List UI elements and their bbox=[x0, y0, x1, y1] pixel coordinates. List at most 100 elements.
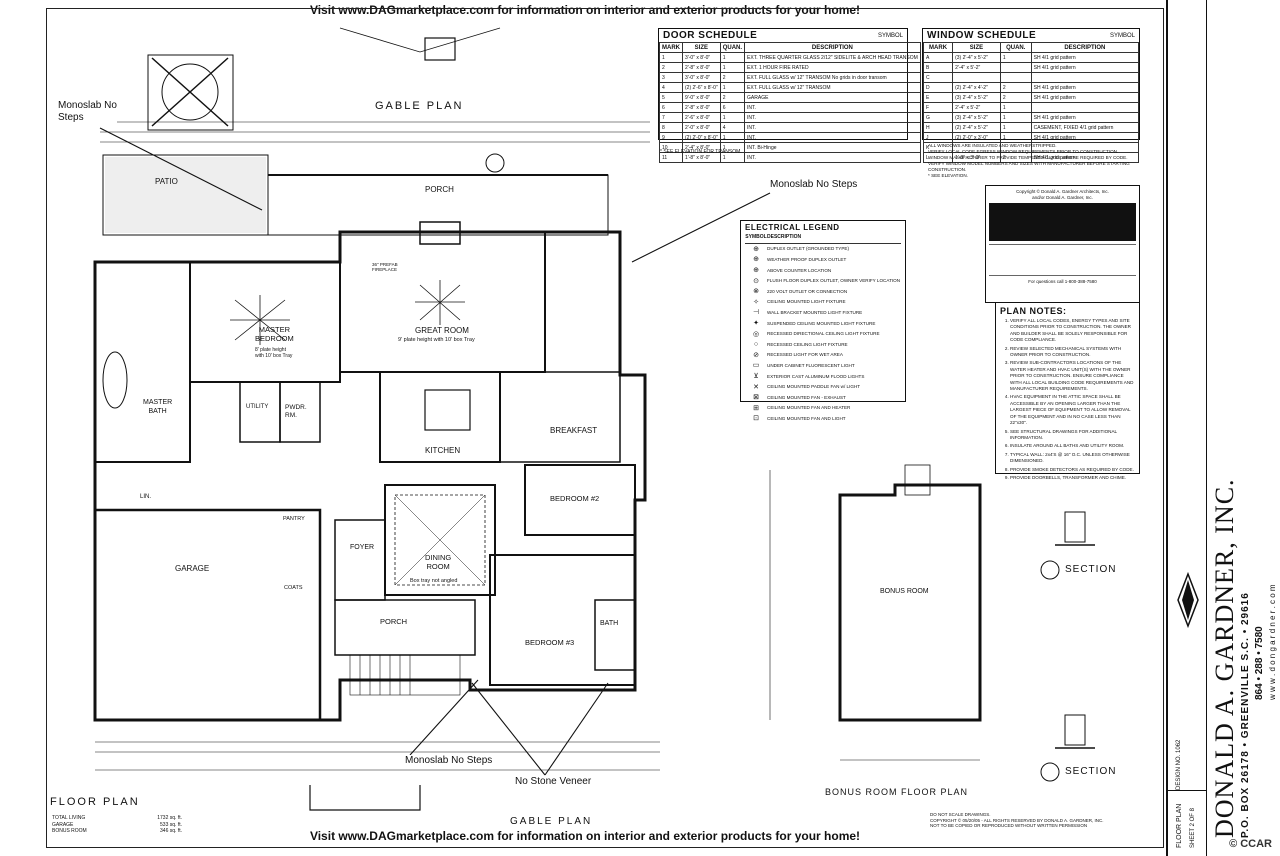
legend-symbol-icon: ○ bbox=[753, 340, 759, 348]
banner-link[interactable]: www.DAGmarketplace.com bbox=[338, 829, 495, 843]
legend-symbol-icon: ⊗ bbox=[753, 288, 759, 296]
window-schedule-header: DESCRIPTION bbox=[1030, 42, 1140, 53]
ccar-watermark: © CCAR bbox=[1229, 838, 1272, 850]
annotation-monoslab-1: Monoslab No Steps bbox=[58, 100, 117, 124]
window-schedule-cell: 2 bbox=[999, 92, 1032, 103]
legend-symbol-icon: ⊡ bbox=[753, 415, 759, 423]
door-schedule-header: MARK bbox=[659, 42, 683, 53]
door-schedule-cell: 1 bbox=[719, 52, 746, 63]
door-schedule-cell: 1 bbox=[719, 112, 746, 123]
window-note: ALL WINDOWS ARE INSULATED AND WEATHERSTR… bbox=[928, 143, 1057, 148]
room-great-room: GREAT ROOM bbox=[415, 326, 469, 335]
copyright-fine-print bbox=[989, 244, 1136, 276]
legend-col-symbol: SYMBOL bbox=[745, 234, 767, 241]
legend-symbol-icon: ▭ bbox=[752, 362, 760, 370]
plan-note: PROVIDE SMOKE DETECTORS AS REQUIRED BY C… bbox=[1010, 467, 1135, 473]
legend-description: SUSPENDED CEILING MOUNTED LIGHT FIXTURE bbox=[767, 320, 876, 326]
legend-item: ⊣WALL BRACKET MOUNTED LIGHT FIXTURE bbox=[745, 307, 901, 318]
annotation-monoslab-3: Monoslab No Steps bbox=[405, 755, 493, 766]
door-schedule-cell: 1 bbox=[659, 52, 683, 63]
company-address: P.O. BOX 26178 • GREENVILLE S.C. • 29616 bbox=[1240, 592, 1251, 838]
design-number: DESIGN NO. 1062 bbox=[1176, 739, 1182, 790]
legend-item: ⊕DUPLEX OUTLET (GROUNDED TYPE) bbox=[745, 244, 901, 255]
room-coats: COATS bbox=[284, 585, 303, 591]
room-dining: DINING ROOM bbox=[425, 553, 452, 571]
door-schedule-cell: 1 bbox=[719, 82, 746, 93]
door-schedule-cell: (2) 2'-6" x 8'-0" bbox=[682, 82, 721, 93]
window-schedule-row: C bbox=[922, 72, 1140, 83]
window-schedule-cell bbox=[999, 62, 1032, 73]
legend-item: ▭UNDER CABINET FLUORESCENT LIGHT bbox=[745, 360, 901, 371]
window-schedule-cell: C bbox=[922, 72, 954, 83]
legend-symbol-icon: ⊣ bbox=[752, 309, 760, 317]
plan-note: TYPICAL WALL: 2x4'S @ 16" O.C. UNLESS OT… bbox=[1010, 452, 1135, 465]
company-web[interactable]: w w w . d o n g a r d n e r . c o m bbox=[1268, 584, 1277, 700]
window-note: VERIFY LOCAL CODE EGRESS WINDOW REQUIREM… bbox=[928, 149, 1119, 154]
drawing-footer: DO NOT SCALE DRAWINGS. COPYRIGHT © 05/20… bbox=[930, 812, 1103, 829]
plan-note: HVAC EQUIPMENT IN THE ATTIC SPACE SHALL … bbox=[1010, 394, 1135, 426]
banner-prefix: Visit bbox=[309, 829, 339, 843]
bottom-banner: Visit www.DAGmarketplace.com for informa… bbox=[0, 826, 1170, 846]
window-schedule-cell: G bbox=[922, 112, 954, 123]
door-schedule-cell: EXT. 1 HOUR FIRE RATED bbox=[744, 62, 921, 73]
window-schedule-cell: SH 4/1 grid pattern bbox=[1030, 62, 1140, 73]
window-schedule-cell: (2) 2'-0" x 3'-0" bbox=[952, 132, 1001, 143]
window-note: * SEE ELEVATION. bbox=[928, 173, 968, 178]
door-schedule-header: QUAN. bbox=[719, 42, 746, 53]
legend-items: ⊕DUPLEX OUTLET (GROUNDED TYPE)⊕WEATHER P… bbox=[745, 244, 901, 424]
window-schedule-title: WINDOW SCHEDULE bbox=[927, 30, 1037, 41]
door-schedule-cell: 2 bbox=[719, 92, 746, 103]
window-schedule-cell: 1 bbox=[999, 132, 1032, 143]
door-schedule-cell: 11 bbox=[659, 152, 683, 163]
legend-description: RECESSED CEILING LIGHT FIXTURE bbox=[767, 341, 848, 347]
legend-item: ⊘RECESSED LIGHT FOR WET AREA bbox=[745, 350, 901, 361]
door-schedule-cell: 4 bbox=[719, 122, 746, 133]
legend-symbol-icon: ⊘ bbox=[753, 351, 759, 359]
company-logo-mark bbox=[1177, 571, 1199, 629]
electrical-legend: ELECTRICAL LEGEND SYMBOL DESCRIPTION ⊕DU… bbox=[740, 220, 906, 422]
window-schedule-cell: J bbox=[922, 132, 954, 143]
copyright-line-2: and/or Donald A. Gardner, Inc. bbox=[1032, 194, 1093, 200]
company-name: DONALD A. GARDNER, INC. bbox=[1210, 478, 1239, 838]
banner-link[interactable]: www.DAGmarketplace.com bbox=[338, 3, 495, 17]
door-schedule-cell: 3 bbox=[659, 72, 683, 83]
door-schedule-cell: EXT. FULL GLASS w/ 12" TRANSOM bbox=[744, 82, 921, 93]
door-schedule-cell: GARAGE bbox=[744, 92, 921, 103]
legend-description: 220 VOLT OUTLET OR CONNECTION bbox=[767, 288, 848, 294]
room-linen: LIN. bbox=[140, 494, 152, 500]
legend-item: ⊕WEATHER PROOF DUPLEX OUTLET bbox=[745, 254, 901, 265]
room-utility: UTILITY bbox=[246, 404, 269, 410]
window-schedule-cell: 1 bbox=[999, 122, 1032, 133]
room-porch-top: PORCH bbox=[425, 185, 454, 194]
room-bedroom-3: BEDROOM #3 bbox=[525, 638, 575, 647]
window-schedule-cell: H bbox=[922, 122, 954, 133]
window-schedule-cell: L bbox=[922, 152, 954, 163]
window-schedule-cell: 1 bbox=[999, 52, 1032, 63]
do-not-scale: DO NOT SCALE DRAWINGS. bbox=[930, 812, 991, 817]
plan-note: VERIFY ALL LOCAL CODES, ENERGY TYPES AND… bbox=[1010, 318, 1135, 344]
window-schedule-cell: SH 4/1 grid pattern bbox=[1030, 112, 1140, 123]
legend-item: ⊻EXTERIOR CAST ALUMINUM FLOOD LIGHTS bbox=[745, 371, 901, 382]
plan-note: INSULATE AROUND ALL BATHS AND UTILITY RO… bbox=[1010, 443, 1135, 449]
legend-description: RECESSED DIRECTIONAL CEILING LIGHT FIXTU… bbox=[767, 331, 880, 337]
plan-note: PROVIDE DOORBELLS, TRANSFORMER AND CHIME… bbox=[1010, 475, 1135, 481]
room-garage: GARAGE bbox=[175, 564, 210, 573]
banner-suffix: for information on interior and exterior… bbox=[494, 829, 861, 843]
door-schedule-cell: 9'-0" x 8'-0" bbox=[682, 92, 721, 103]
room-master-bedroom-note: 8' plate height with 10' box Tray bbox=[255, 347, 293, 359]
legend-item: ✦SUSPENDED CEILING MOUNTED LIGHT FIXTURE bbox=[745, 318, 901, 329]
footer-copyright: COPYRIGHT © 05/20/05 - ALL RIGHTS RESERV… bbox=[930, 817, 1104, 823]
legend-description: WEATHER PROOF DUPLEX OUTLET bbox=[767, 256, 847, 262]
plan-note: REVIEW SELECTED MECHANICAL SYSTEMS WITH … bbox=[1010, 346, 1135, 359]
window-note: WINDOW MANUFACTURER TO PROVIDE TEMPERED … bbox=[928, 155, 1128, 160]
